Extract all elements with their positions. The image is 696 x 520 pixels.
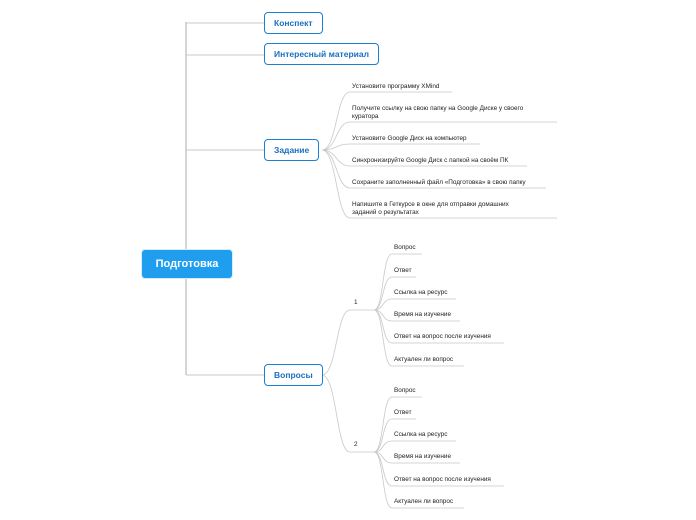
- task-item-get-link-line1: Получите ссылку на свою папку на Google …: [352, 105, 524, 112]
- topic-questions[interactable]: Вопросы: [264, 364, 323, 386]
- root-topic[interactable]: Подготовка: [141, 249, 233, 279]
- question-item[interactable]: Ответ: [394, 267, 412, 274]
- task-item-save-file[interactable]: Сохраните заполненный файл «Подготовка» …: [352, 179, 526, 186]
- question-item[interactable]: Время на изучение: [394, 453, 452, 460]
- question-item[interactable]: Ответ: [394, 409, 412, 416]
- task-item-write-getcourse-line2: заданий о результатах: [352, 209, 419, 216]
- question-item[interactable]: Вопрос: [394, 244, 416, 251]
- task-item-sync-drive[interactable]: Синхронизируйте Google Диск с папкой на …: [352, 157, 509, 164]
- question-item[interactable]: Ответ на вопрос после изучения: [394, 333, 491, 340]
- task-item-install-drive[interactable]: Установите Google Диск на компьютер: [352, 135, 467, 142]
- question-item[interactable]: Актуален ли вопрос: [394, 498, 454, 505]
- question-item[interactable]: Актуален ли вопрос: [394, 356, 454, 363]
- question-item[interactable]: Время на изучение: [394, 311, 452, 318]
- task-item-get-link[interactable]: Получите ссылку на свою папку на Google …: [352, 105, 523, 121]
- task-item-get-link-line2: куратора: [352, 113, 379, 120]
- question-group-label[interactable]: 1: [354, 299, 358, 306]
- topic-task[interactable]: Задание: [264, 139, 320, 161]
- task-connectors: [321, 91, 557, 219]
- question-connectors: [321, 253, 504, 509]
- topic-interesting-material[interactable]: Интересный материал: [264, 43, 379, 65]
- task-item-write-getcourse-line1: Напишите в Геткурсе в окне для отправки …: [352, 201, 509, 208]
- question-item[interactable]: Ссылка на ресурс: [394, 431, 448, 438]
- question-item[interactable]: Ответ на вопрос после изучения: [394, 476, 491, 483]
- task-item-write-getcourse[interactable]: Напишите в Геткурсе в окне для отправки …: [352, 201, 509, 217]
- topic-konspekt[interactable]: Конспект: [264, 12, 323, 34]
- question-group-label[interactable]: 2: [354, 441, 358, 448]
- question-item[interactable]: Ссылка на ресурс: [394, 289, 448, 296]
- question-item[interactable]: Вопрос: [394, 387, 416, 394]
- task-item-install-xmind[interactable]: Установите программу XMind: [352, 83, 440, 90]
